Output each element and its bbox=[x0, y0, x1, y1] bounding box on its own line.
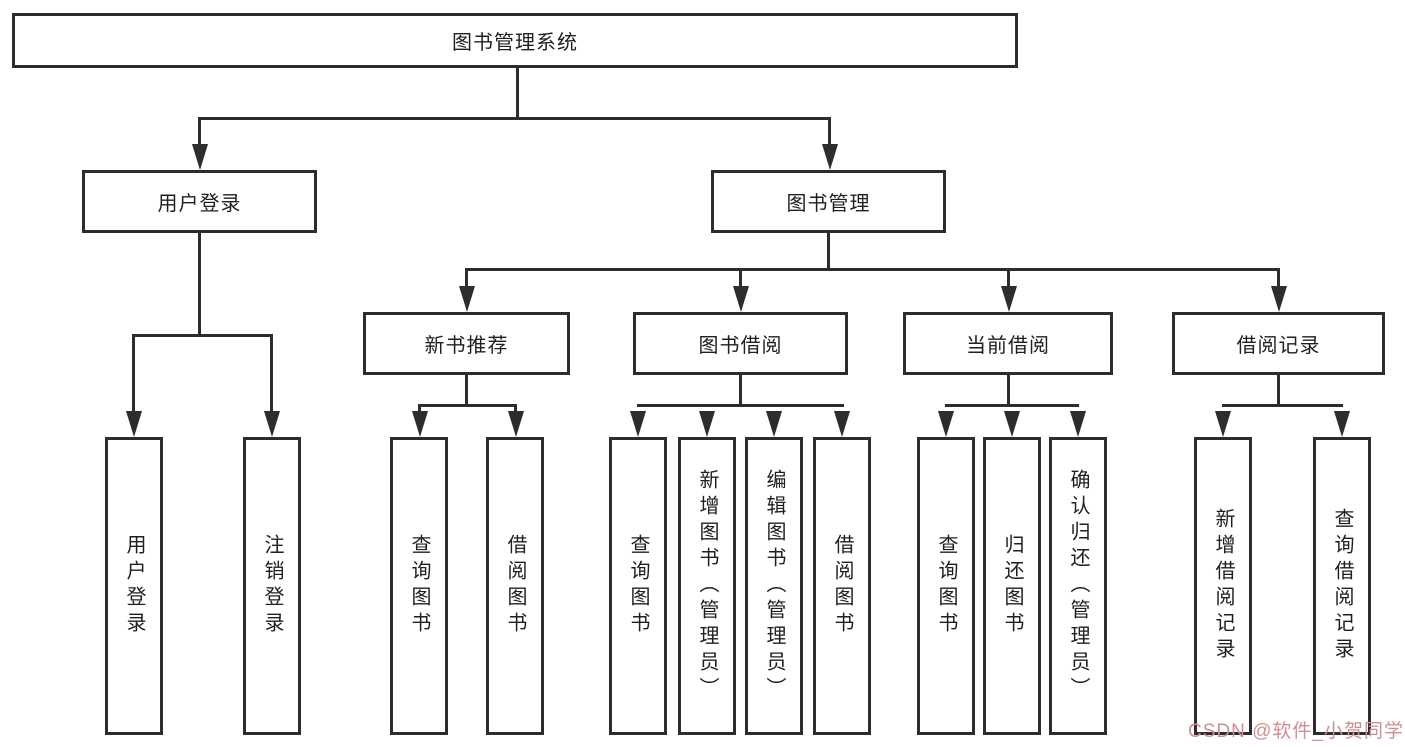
connector-line bbox=[418, 404, 421, 416]
connector-line bbox=[945, 404, 1079, 407]
arrow-down-icon bbox=[459, 286, 475, 312]
leaf-borrow-edit-books-admin: 编辑图书（管理员） bbox=[745, 437, 803, 735]
connector-line bbox=[514, 404, 517, 416]
connector-line bbox=[1277, 268, 1280, 288]
csdn-watermark: CSDN @软件_小贺同学 bbox=[1188, 721, 1404, 742]
node-label: 借阅记录 bbox=[1236, 335, 1321, 357]
node-label: 图书管理系统 bbox=[452, 32, 578, 54]
leaf-borrow-add-books-admin: 新增图书（管理员） bbox=[678, 437, 736, 735]
connector-line bbox=[516, 68, 519, 119]
leaf-current-confirm-return-admin: 确认归还（管理员） bbox=[1049, 437, 1107, 735]
leaf-newbook-query-books: 查询图书 bbox=[390, 437, 448, 735]
leaf-borrow-query-books: 查询图书 bbox=[609, 437, 667, 735]
leaf-label: 编辑图书（管理员） bbox=[763, 469, 785, 703]
node-label: 当前借阅 bbox=[966, 335, 1050, 357]
connector-line bbox=[465, 268, 1280, 271]
connector-line bbox=[739, 375, 742, 407]
arrow-down-icon bbox=[834, 411, 850, 437]
leaf-label: 新增图书（管理员） bbox=[696, 469, 718, 703]
connector-line bbox=[1277, 375, 1280, 407]
leaf-label: 注销登录 bbox=[261, 534, 283, 638]
arrow-down-icon bbox=[699, 411, 715, 437]
connector-line bbox=[827, 233, 830, 271]
arrow-down-icon bbox=[1334, 411, 1350, 437]
arrow-down-icon bbox=[822, 144, 838, 170]
arrow-down-icon bbox=[1271, 286, 1287, 312]
leaf-records-query-record: 查询借阅记录 bbox=[1313, 437, 1371, 735]
leaf-label: 查询图书 bbox=[408, 534, 430, 638]
node-book-management: 图书管理 bbox=[711, 170, 946, 233]
node-root-library-system: 图书管理系统 bbox=[12, 13, 1018, 68]
connector-line bbox=[465, 268, 468, 288]
connector-line bbox=[270, 334, 273, 414]
connector-line bbox=[828, 117, 831, 147]
leaf-label: 查询图书 bbox=[935, 534, 957, 638]
leaf-user-login: 用户登录 bbox=[105, 437, 163, 735]
node-label: 图书管理 bbox=[786, 193, 871, 215]
connector-line bbox=[198, 117, 201, 147]
node-label: 用户登录 bbox=[157, 193, 242, 215]
arrow-down-icon bbox=[264, 411, 280, 437]
leaf-current-query-books: 查询图书 bbox=[917, 437, 975, 735]
connector-line bbox=[198, 233, 201, 336]
leaf-label: 借阅图书 bbox=[504, 534, 526, 638]
leaf-label: 借阅图书 bbox=[831, 534, 853, 638]
arrow-down-icon bbox=[126, 411, 142, 437]
leaf-label: 新增借阅记录 bbox=[1212, 508, 1234, 664]
leaf-current-return-books: 归还图书 bbox=[983, 437, 1041, 735]
connector-line bbox=[132, 334, 273, 337]
arrow-down-icon bbox=[192, 144, 208, 170]
leaf-logout: 注销登录 bbox=[243, 437, 301, 735]
connector-line bbox=[1007, 268, 1010, 288]
arrow-down-icon bbox=[1001, 286, 1017, 312]
arrow-down-icon bbox=[630, 411, 646, 437]
arrow-down-icon bbox=[508, 411, 524, 437]
leaf-label: 确认归还（管理员） bbox=[1067, 469, 1089, 703]
arrow-down-icon bbox=[733, 286, 749, 312]
arrow-down-icon bbox=[938, 411, 954, 437]
leaf-label: 用户登录 bbox=[123, 534, 145, 638]
leaf-label: 查询借阅记录 bbox=[1331, 508, 1353, 664]
connector-line bbox=[198, 117, 831, 120]
connector-line bbox=[637, 404, 844, 407]
node-new-book-recommend: 新书推荐 bbox=[363, 312, 570, 375]
connector-line bbox=[465, 375, 468, 407]
connector-line bbox=[418, 404, 517, 407]
connector-line bbox=[1222, 404, 1343, 407]
node-label: 图书借阅 bbox=[698, 335, 783, 357]
leaf-label: 归还图书 bbox=[1001, 534, 1023, 638]
connector-line bbox=[739, 268, 742, 288]
arrow-down-icon bbox=[766, 411, 782, 437]
node-current-borrow: 当前借阅 bbox=[903, 312, 1113, 375]
node-user-login: 用户登录 bbox=[82, 170, 317, 233]
node-book-borrow: 图书借阅 bbox=[633, 312, 848, 375]
leaf-borrow-borrow-books: 借阅图书 bbox=[813, 437, 871, 735]
arrow-down-icon bbox=[1004, 411, 1020, 437]
node-borrow-records: 借阅记录 bbox=[1172, 312, 1385, 375]
leaf-records-add-record: 新增借阅记录 bbox=[1194, 437, 1252, 735]
leaf-label: 查询图书 bbox=[627, 534, 649, 638]
arrow-down-icon bbox=[1215, 411, 1231, 437]
node-label: 新书推荐 bbox=[424, 335, 509, 357]
connector-line bbox=[1007, 375, 1010, 407]
arrow-down-icon bbox=[1070, 411, 1086, 437]
connector-line bbox=[132, 334, 135, 414]
leaf-newbook-borrow-books: 借阅图书 bbox=[486, 437, 544, 735]
arrow-down-icon bbox=[412, 411, 428, 437]
